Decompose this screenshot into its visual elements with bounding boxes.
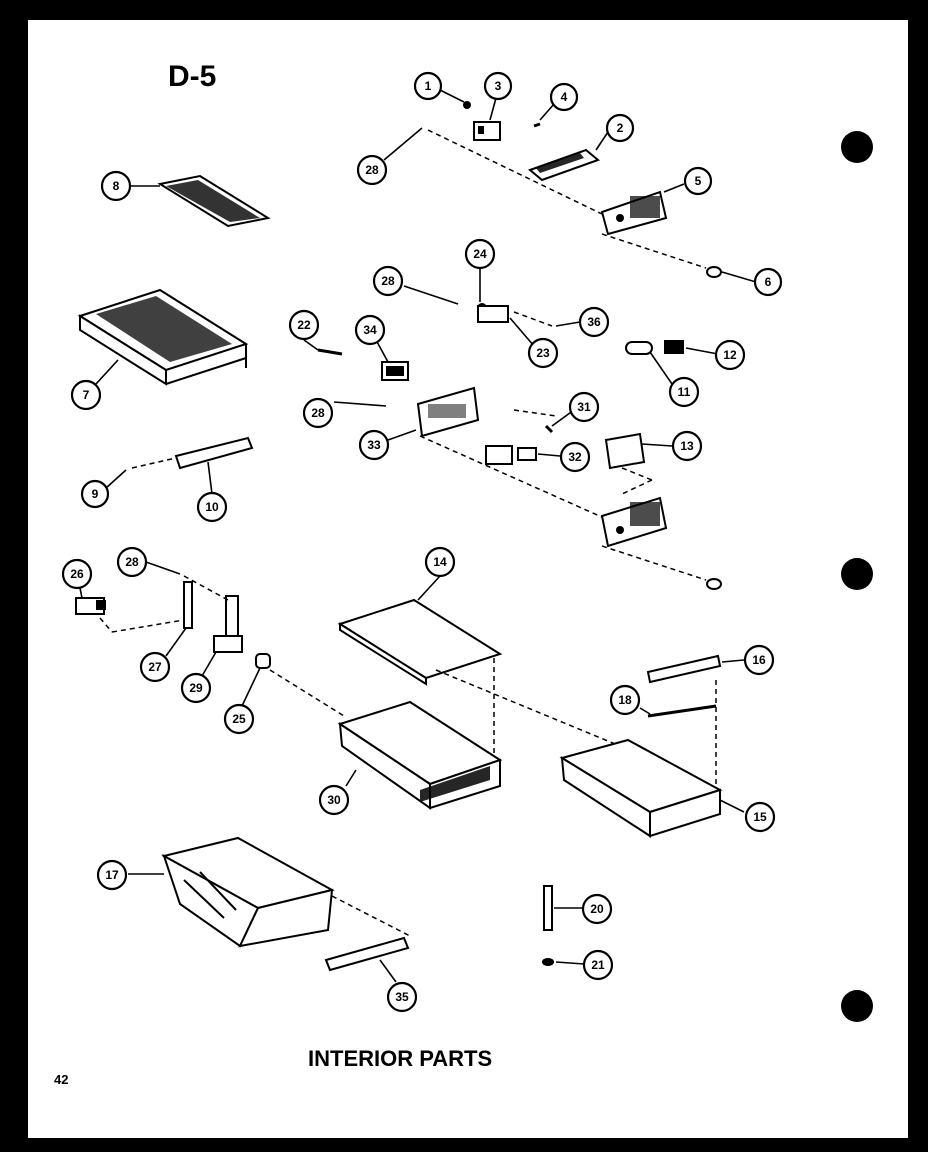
svg-text:28: 28 (365, 163, 379, 177)
svg-text:14: 14 (433, 555, 447, 569)
svg-text:23: 23 (536, 346, 550, 360)
pins (542, 885, 554, 966)
crisper-drawer-left (337, 700, 503, 810)
svg-text:32: 32 (568, 450, 582, 464)
callout-9: 9 (80, 479, 110, 509)
svg-text:6: 6 (765, 275, 772, 289)
callout-29: 29 (180, 672, 212, 704)
leader-lines (79, 89, 757, 983)
callout-25: 25 (223, 703, 255, 735)
svg-text:26: 26 (70, 567, 84, 581)
callout-18: 18 (609, 684, 641, 716)
callout-4: 4 (549, 82, 579, 112)
svg-text:21: 21 (591, 958, 605, 972)
callout-26: 26 (61, 558, 93, 590)
callout-10: 10 (196, 491, 228, 523)
callout-2: 2 (605, 113, 635, 143)
callout-32: 32 (559, 441, 591, 473)
svg-text:5: 5 (695, 174, 702, 188)
svg-text:18: 18 (618, 693, 632, 707)
callout-20: 20 (581, 893, 613, 925)
svg-text:24: 24 (473, 247, 487, 261)
svg-text:36: 36 (587, 315, 601, 329)
svg-text:8: 8 (113, 179, 120, 193)
callout-6: 6 (753, 267, 783, 297)
svg-text:10: 10 (205, 500, 219, 514)
drawing-sheet (28, 20, 908, 1138)
svg-text:22: 22 (297, 318, 311, 332)
callout-15: 15 (744, 801, 776, 833)
crisper-drawer-right (559, 680, 723, 838)
callout-17: 17 (96, 859, 128, 891)
pan-rail (324, 936, 410, 972)
meat-pan (161, 836, 411, 948)
ice-cube-tray (157, 174, 271, 228)
callout-5: 5 (683, 166, 713, 196)
callout-8: 8 (100, 170, 132, 202)
svg-text:15: 15 (753, 810, 767, 824)
svg-text:12: 12 (723, 348, 737, 362)
callout-31: 31 (568, 391, 600, 423)
svg-text:4: 4 (561, 90, 568, 104)
binder-hole (841, 131, 873, 163)
callout-1: 1 (413, 71, 443, 101)
callout-27: 27 (139, 651, 171, 683)
shelf-support (131, 436, 254, 470)
page-number: 42 (54, 1072, 68, 1087)
svg-text:17: 17 (105, 868, 119, 882)
svg-text:1: 1 (425, 79, 432, 93)
drawer-rails (646, 654, 722, 718)
callout-28: 28 (356, 154, 388, 186)
callout-14: 14 (424, 546, 456, 578)
callout-33: 33 (358, 429, 390, 461)
ice-tray-shelf (77, 288, 249, 386)
page-code: D-5 (168, 60, 216, 93)
binder-hole (841, 990, 873, 1022)
control-assembly-lower (317, 285, 722, 590)
svg-text:2: 2 (617, 121, 624, 135)
svg-text:25: 25 (232, 712, 246, 726)
callout-28: 28 (372, 265, 404, 297)
svg-text:30: 30 (327, 793, 341, 807)
svg-text:31: 31 (577, 400, 591, 414)
callout-11: 11 (668, 376, 700, 408)
callout-7: 7 (70, 379, 102, 411)
callout-21: 21 (582, 949, 614, 981)
svg-text:28: 28 (381, 274, 395, 288)
svg-text:35: 35 (395, 990, 409, 1004)
svg-text:28: 28 (311, 406, 325, 420)
callout-13: 13 (671, 430, 703, 462)
svg-text:13: 13 (680, 439, 694, 453)
svg-text:9: 9 (92, 487, 99, 501)
diagram-title: INTERIOR PARTS (308, 1046, 492, 1071)
svg-text:7: 7 (83, 388, 90, 402)
callout-16: 16 (743, 644, 775, 676)
svg-text:34: 34 (363, 323, 377, 337)
control-assembly-upper (427, 101, 722, 278)
svg-text:29: 29 (189, 681, 203, 695)
svg-text:11: 11 (678, 385, 691, 399)
callout-28: 28 (302, 397, 334, 429)
callout-28: 28 (116, 546, 148, 578)
callout-30: 30 (318, 784, 350, 816)
callout-3: 3 (483, 71, 513, 101)
binder-hole (841, 558, 873, 590)
svg-text:20: 20 (590, 902, 604, 916)
callout-22: 22 (288, 309, 320, 341)
callout-36: 36 (578, 306, 610, 338)
svg-text:33: 33 (367, 438, 381, 452)
crisper-cover (337, 598, 621, 760)
callout-24: 24 (464, 238, 496, 270)
callout-23: 23 (527, 337, 559, 369)
crisper-cover-supports (75, 575, 345, 717)
callout-35: 35 (386, 981, 418, 1013)
svg-text:3: 3 (495, 79, 502, 93)
callout-34: 34 (354, 314, 386, 346)
svg-text:16: 16 (752, 653, 766, 667)
svg-text:28: 28 (125, 555, 139, 569)
callout-12: 12 (714, 339, 746, 371)
svg-text:27: 27 (148, 660, 162, 674)
